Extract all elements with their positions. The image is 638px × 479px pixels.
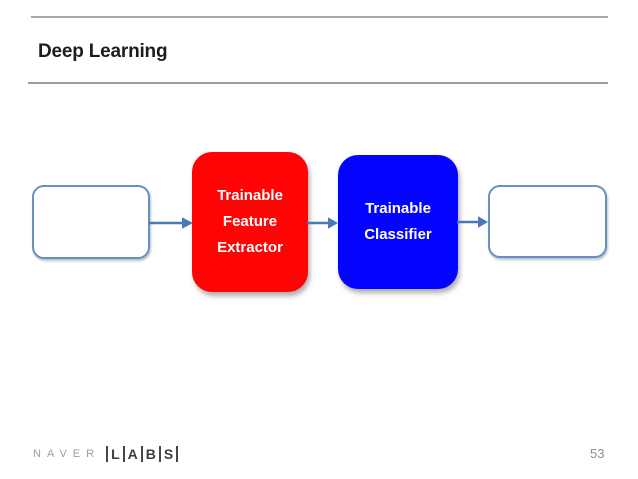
feature-extractor-box: Trainable Feature Extractor	[192, 152, 308, 292]
naver-labs-logo: NAVER L A B S	[33, 445, 181, 463]
divider-bar	[176, 446, 179, 462]
output-box	[488, 185, 607, 258]
header-top-rule	[31, 16, 608, 18]
arrow-right-icon	[307, 217, 338, 229]
classifier-label-line: Classifier	[364, 226, 432, 243]
labs-wordmark: L A B S	[103, 446, 181, 462]
page-title: Deep Learning	[38, 41, 168, 62]
feature-extractor-label-line: Feature	[222, 213, 278, 230]
arrow-right-icon	[149, 217, 193, 229]
labs-letter: S	[163, 446, 174, 462]
feature-extractor-label-line: Extractor	[217, 239, 283, 256]
labs-letter: B	[145, 446, 156, 462]
arrow-right-icon	[457, 216, 488, 228]
input-box	[32, 185, 150, 259]
divider-bar	[122, 446, 125, 462]
divider-bar	[106, 446, 109, 462]
classifier-box: Trainable Classifier	[338, 155, 458, 289]
page-number: 53	[590, 446, 605, 461]
classifier-label-line: Trainable	[365, 200, 431, 217]
naver-wordmark: NAVER	[33, 448, 101, 460]
labs-letter: A	[127, 446, 138, 462]
feature-extractor-label-line: Trainable	[217, 187, 283, 204]
divider-bar	[140, 446, 143, 462]
labs-letter: L	[111, 446, 120, 462]
header-bottom-rule	[28, 82, 608, 84]
divider-bar	[158, 446, 161, 462]
